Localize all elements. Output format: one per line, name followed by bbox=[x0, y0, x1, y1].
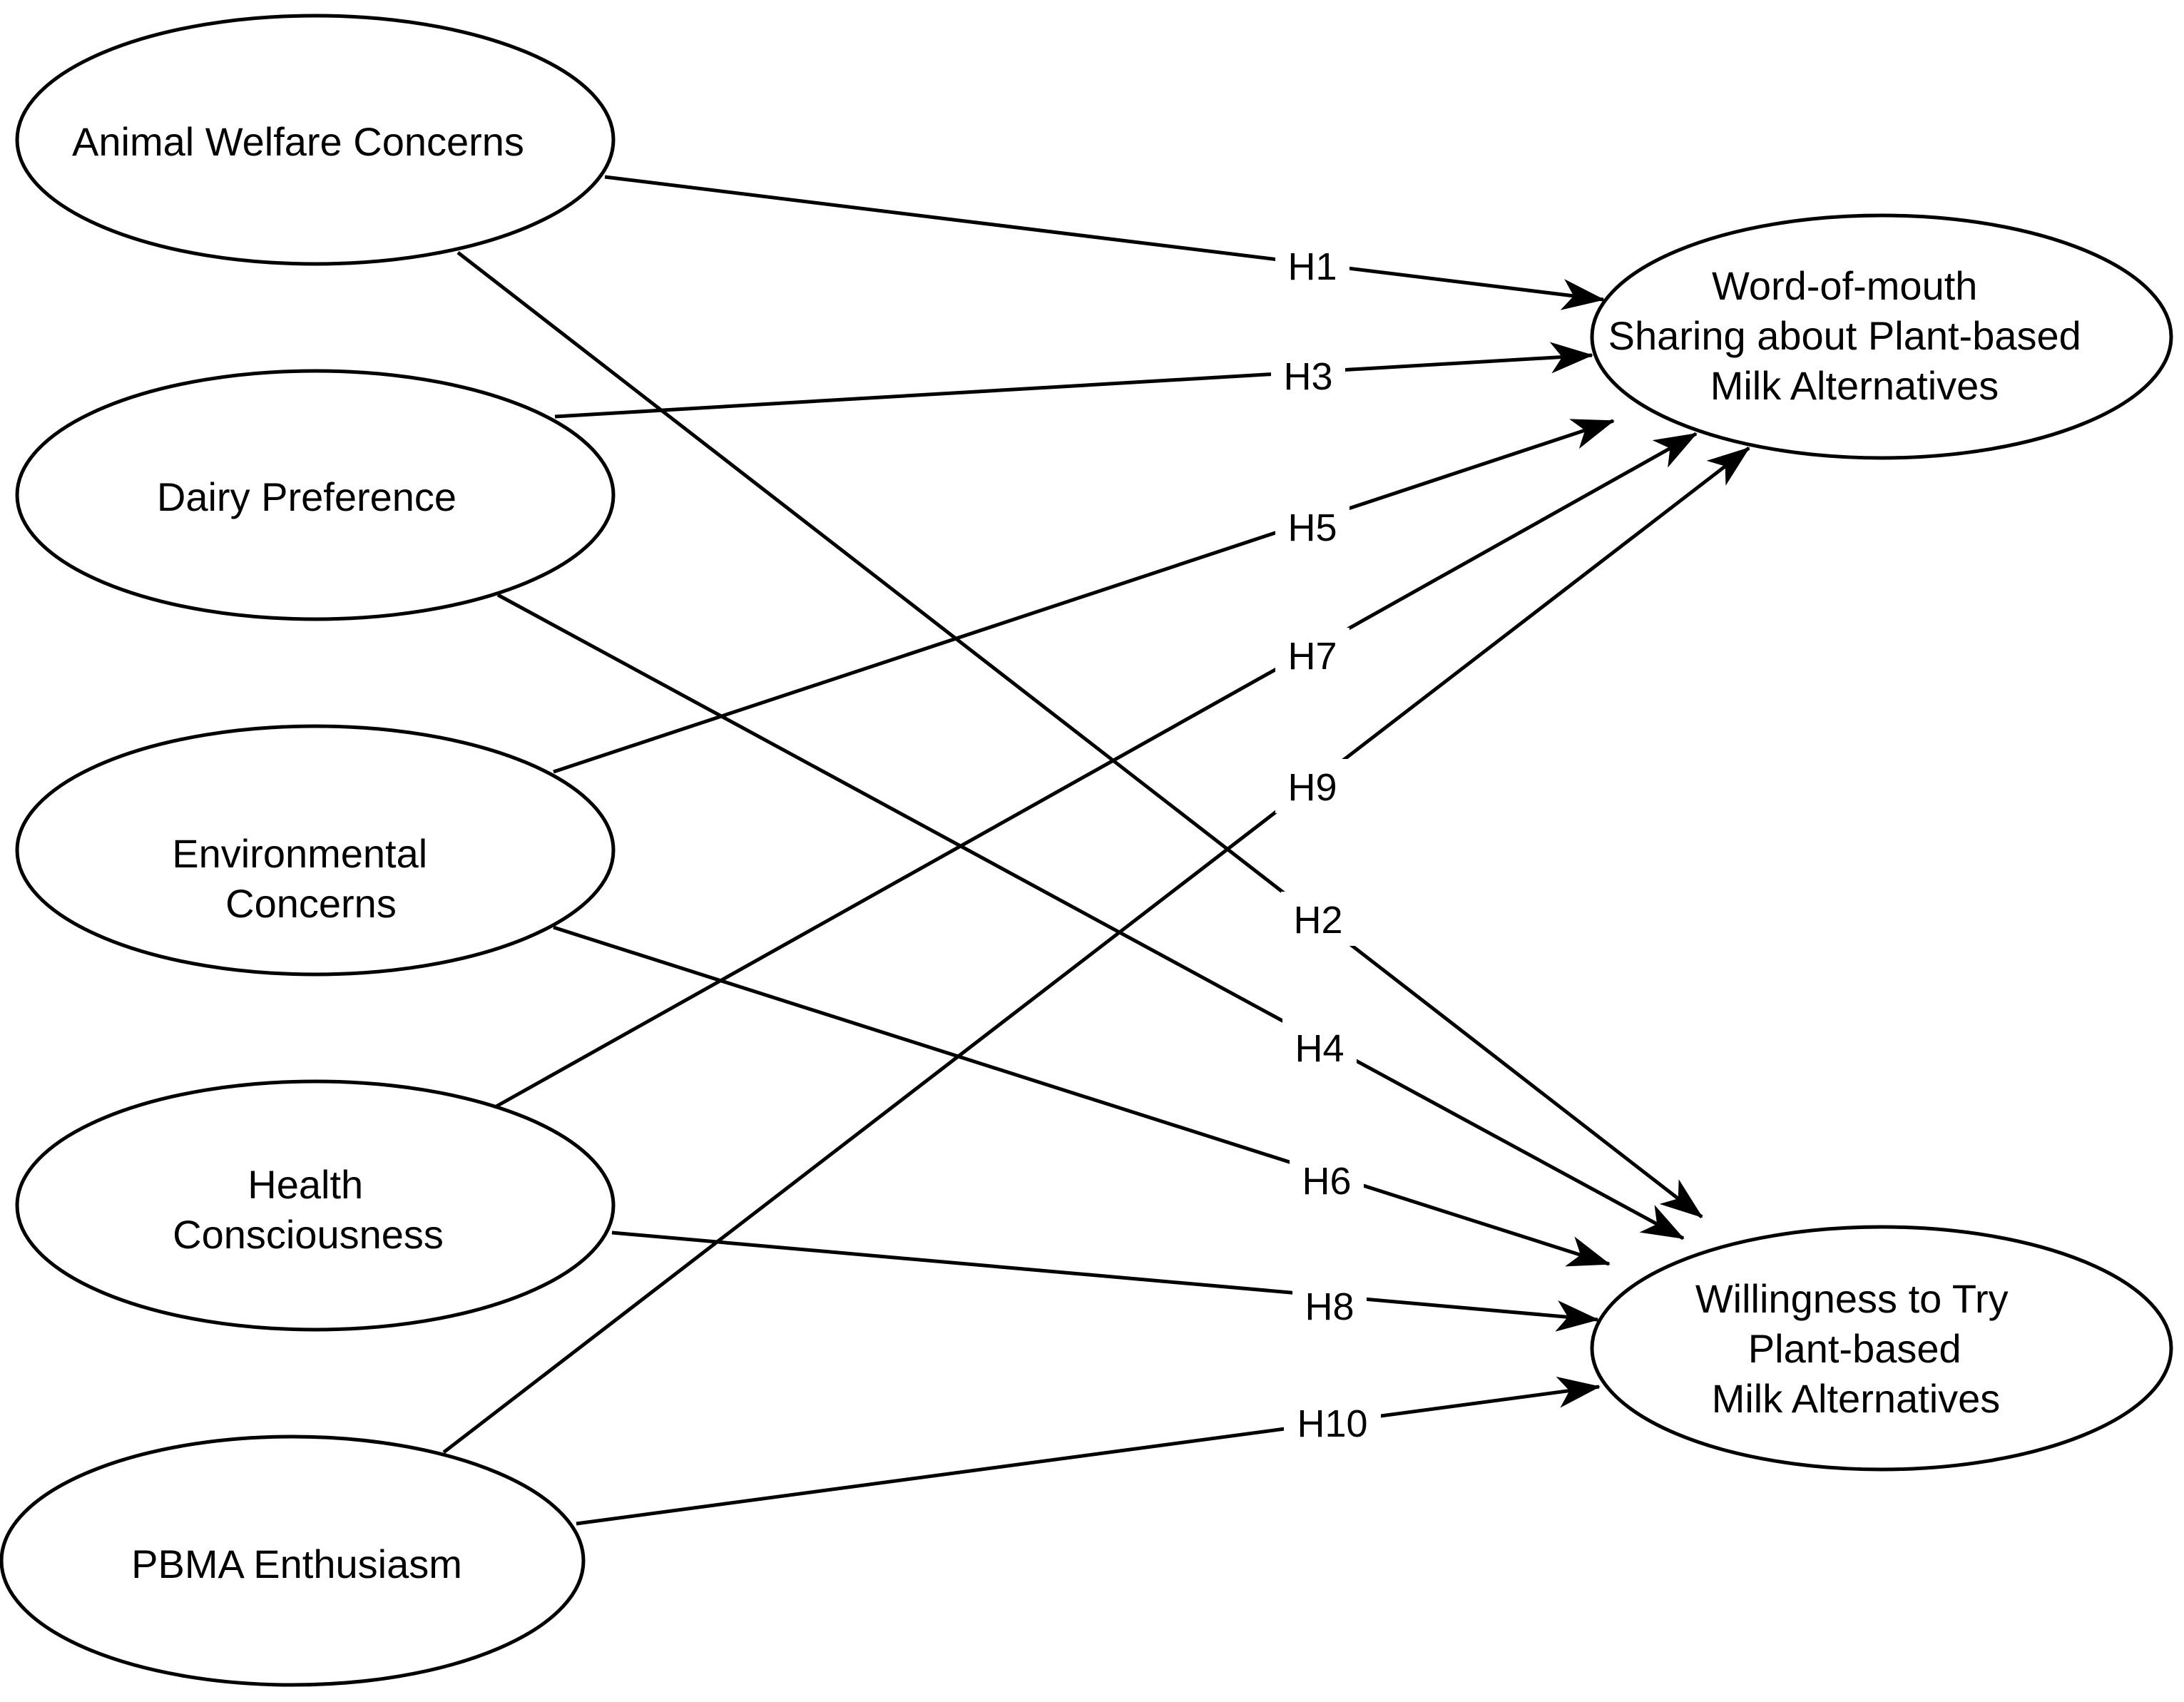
edge-h7-label-bg bbox=[1275, 628, 1349, 682]
edge-h3-line bbox=[554, 342, 1593, 419]
node-health-consciousness: Health Consciousness bbox=[15, 1079, 616, 1332]
node-word-of-mouth-line-1: Word-of-mouth bbox=[1712, 263, 1977, 308]
edge-h1-line bbox=[604, 175, 1605, 310]
edge-h10-line bbox=[576, 1376, 1601, 1526]
edge-h2-line bbox=[456, 251, 1703, 1218]
edge-h5-label-bg bbox=[1275, 499, 1349, 554]
node-environmental-line-2: Concerns bbox=[225, 881, 397, 926]
node-animal-welfare-ellipse bbox=[15, 14, 616, 266]
edge-h2-label-bg bbox=[1281, 892, 1355, 946]
node-dairy-preference: Dairy Preference bbox=[15, 369, 616, 621]
node-willingness-ellipse bbox=[1590, 1225, 2173, 1472]
edge-h7-line bbox=[494, 432, 1698, 1109]
node-willingness-line-2: Plant-based bbox=[1748, 1326, 1961, 1371]
edge-h10-label-bg bbox=[1284, 1395, 1381, 1449]
node-word-of-mouth-ellipse bbox=[1590, 213, 2173, 460]
edge-h6-line bbox=[553, 925, 1611, 1267]
node-animal-welfare-concerns: Animal Welfare Concerns bbox=[15, 14, 616, 266]
edge-h9-label-bg bbox=[1275, 759, 1349, 813]
node-willingness-label: Willingness to Try Plant-based Milk Alte… bbox=[1695, 1276, 2019, 1421]
node-word-of-mouth: Word-of-mouth Sharing about Plant-based … bbox=[1590, 213, 2173, 460]
node-dairy-preference-label: Dairy Preference bbox=[157, 474, 456, 519]
node-willingness-to-try: Willingness to Try Plant-based Milk Alte… bbox=[1590, 1225, 2173, 1472]
node-pbma-enthusiasm: PBMA Enthusiasm bbox=[0, 1435, 586, 1687]
node-environmental-label: Environmental Concerns bbox=[172, 831, 439, 926]
edge-h10-label: H10 bbox=[1297, 1402, 1367, 1445]
edge-h5-label: H5 bbox=[1287, 506, 1337, 549]
node-willingness-line-1: Willingness to Try bbox=[1695, 1276, 2009, 1321]
edge-h9-label: H9 bbox=[1287, 766, 1337, 809]
edge-h9-line bbox=[442, 447, 1750, 1454]
edge-h6-label: H6 bbox=[1302, 1160, 1351, 1203]
node-pbma-ellipse bbox=[0, 1435, 586, 1687]
node-health-line-2: Consciousness bbox=[173, 1212, 444, 1257]
edge-h1-label-bg bbox=[1275, 239, 1349, 293]
node-dairy-preference-ellipse bbox=[15, 369, 616, 621]
node-willingness-line-3: Milk Alternatives bbox=[1712, 1376, 2001, 1421]
node-pbma-line-1: PBMA Enthusiasm bbox=[131, 1542, 462, 1586]
node-pbma-label: PBMA Enthusiasm bbox=[131, 1542, 462, 1586]
node-health-line-1: Health bbox=[248, 1162, 363, 1207]
edge-h6-label-bg bbox=[1290, 1153, 1364, 1207]
node-environmental-concerns: Environmental Concerns bbox=[15, 724, 616, 977]
edge-h8-label: H8 bbox=[1305, 1285, 1354, 1328]
node-word-of-mouth-label: Word-of-mouth Sharing about Plant-based … bbox=[1608, 263, 2093, 408]
edge-h8-line bbox=[611, 1230, 1599, 1332]
node-environmental-line-1: Environmental bbox=[172, 831, 427, 876]
edge-h3-label-bg bbox=[1271, 348, 1345, 402]
edge-h2-label: H2 bbox=[1293, 899, 1342, 942]
edge-h4-line bbox=[496, 593, 1685, 1240]
edge-h4-label: H4 bbox=[1295, 1027, 1344, 1070]
node-environmental-ellipse bbox=[15, 724, 616, 977]
edges: H1 H2 H3 H4 H5 H6 H7 H8 H9 bbox=[442, 175, 1750, 1526]
node-health-label: Health Consciousness bbox=[173, 1162, 444, 1257]
node-animal-welfare-label: Animal Welfare Concerns bbox=[72, 119, 524, 164]
node-health-ellipse bbox=[15, 1079, 616, 1332]
edge-h8-label-bg bbox=[1292, 1278, 1367, 1332]
edge-h5-line bbox=[553, 419, 1615, 774]
edge-h3-label: H3 bbox=[1283, 355, 1332, 398]
node-word-of-mouth-line-2: Sharing about Plant-based bbox=[1608, 313, 2081, 358]
edge-h1-label: H1 bbox=[1287, 245, 1337, 288]
edge-h4-label-bg bbox=[1282, 1019, 1357, 1073]
node-animal-welfare-line-1: Animal Welfare Concerns bbox=[72, 119, 524, 164]
edge-h7-label: H7 bbox=[1287, 635, 1337, 678]
node-dairy-preference-line-1: Dairy Preference bbox=[157, 474, 456, 519]
node-word-of-mouth-line-3: Milk Alternatives bbox=[1710, 363, 1999, 408]
nodes: Animal Welfare Concerns Dairy Preference… bbox=[0, 14, 2173, 1687]
